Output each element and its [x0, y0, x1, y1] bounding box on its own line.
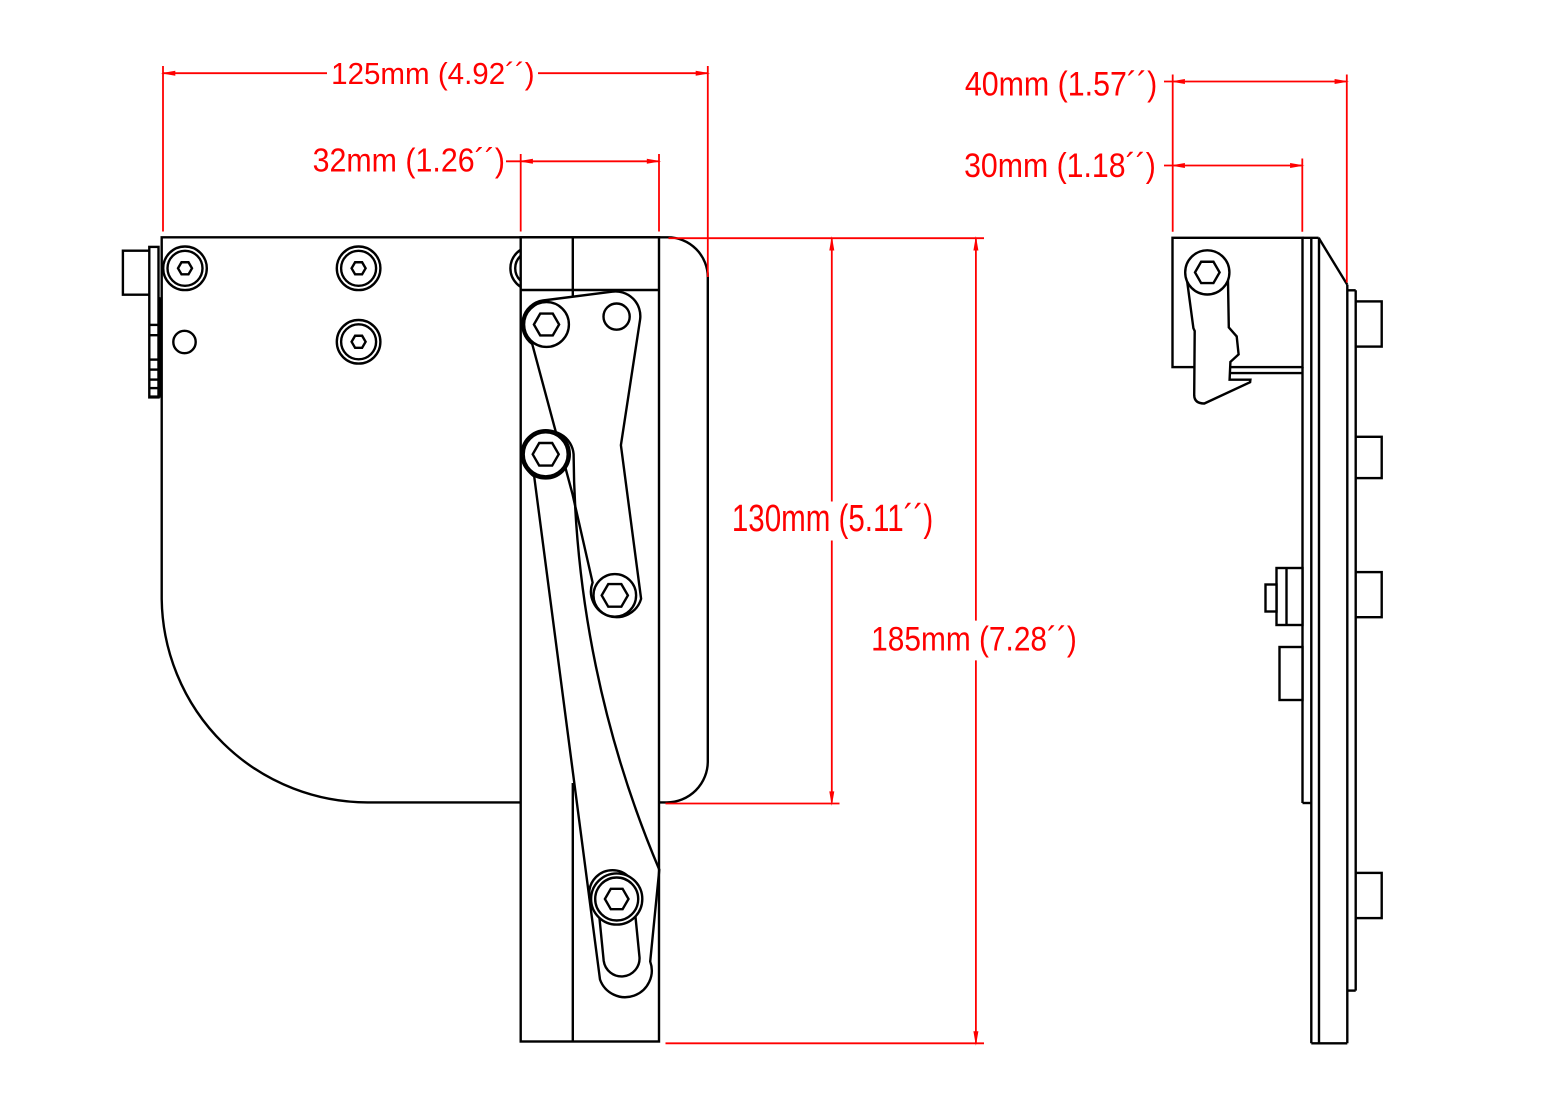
svg-text:40mm (1.57´´): 40mm (1.57´´) [965, 63, 1157, 102]
svg-text:32mm (1.26´´): 32mm (1.26´´) [313, 141, 505, 179]
svg-text:185mm (7.28´´): 185mm (7.28´´) [871, 619, 1077, 658]
svg-text:125mm (4.92´´): 125mm (4.92´´) [331, 57, 534, 91]
svg-text:130mm (5.11´´): 130mm (5.11´´) [732, 498, 933, 540]
svg-text:30mm (1.18´´): 30mm (1.18´´) [964, 146, 1156, 184]
